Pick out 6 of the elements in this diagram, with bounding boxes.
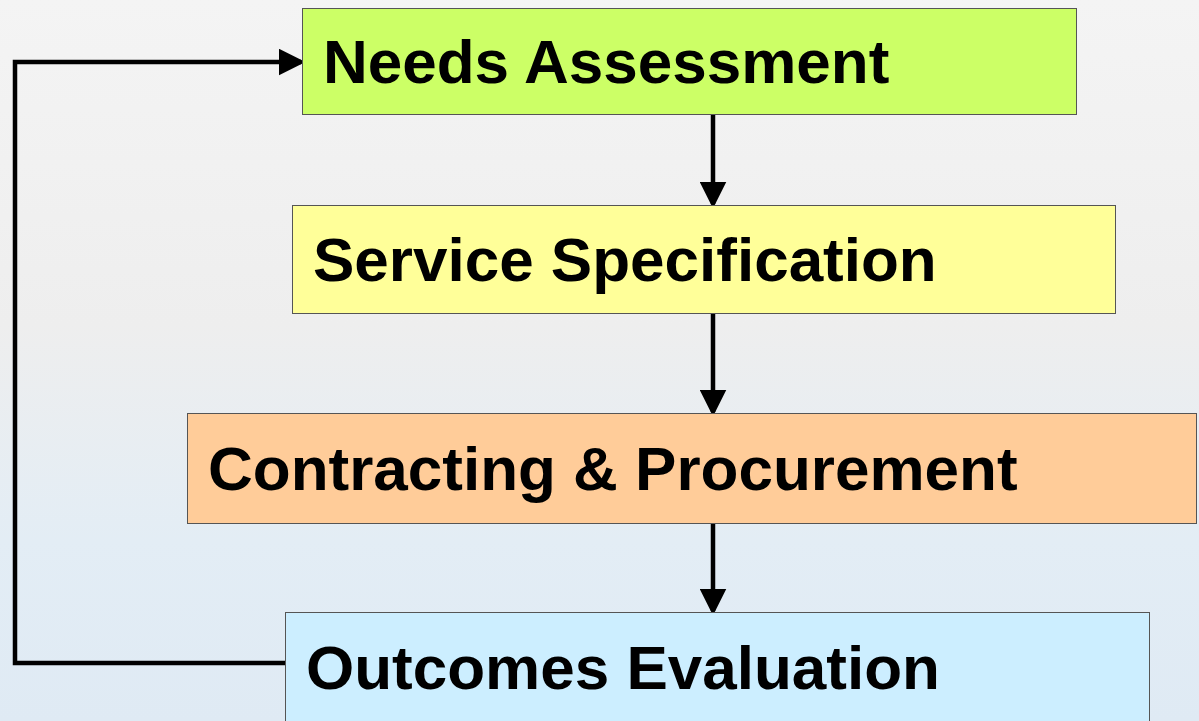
process-box (302, 8, 1077, 115)
box-label: Outcomes Evaluation (306, 637, 940, 699)
box-label: Needs Assessment (323, 30, 890, 93)
process-box (292, 205, 1116, 314)
process-box (285, 612, 1150, 721)
process-box (187, 413, 1197, 524)
